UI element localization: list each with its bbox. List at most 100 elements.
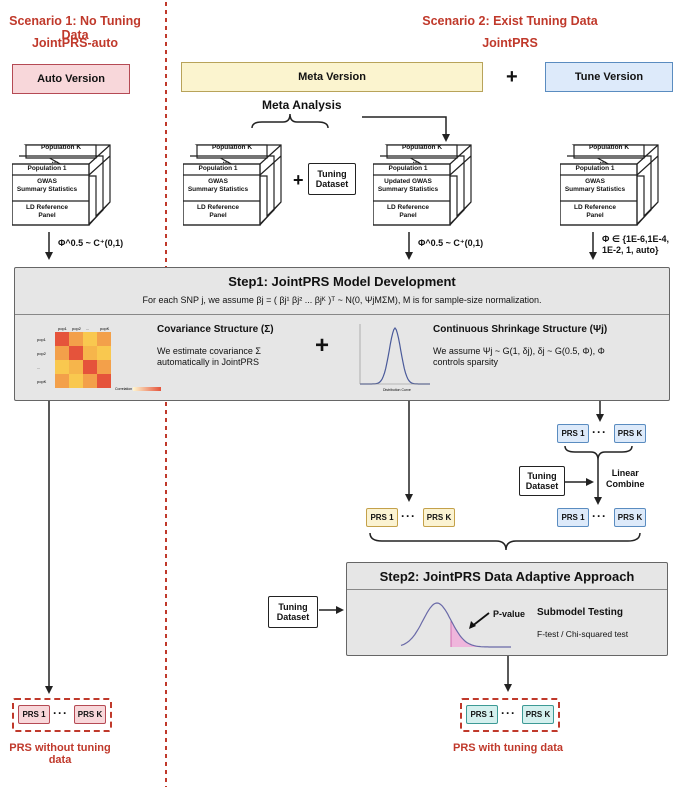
ld-panel-label: LD Reference Panel (26, 204, 68, 219)
scenario1-title: Scenario 1: No Tuning Data (9, 14, 141, 42)
submodel-title: Submodel Testing (537, 607, 623, 618)
formula-tune: Φ ∈ {1E-6,1E-4, 1E-2, 1, auto} (602, 234, 669, 256)
prs-final-k: PRS K (522, 705, 554, 724)
plus-tuning: + (293, 170, 304, 190)
tuning-dataset-combine: Tuning Dataset (519, 466, 565, 496)
population-1-label: Population 1 (27, 165, 67, 172)
pvalue-area (451, 622, 499, 647)
shrink-curve-line (360, 327, 430, 385)
heatmap-cell (55, 346, 69, 360)
formula-auto: Φ^0.5 ~ C⁺(0,1) (58, 238, 124, 248)
prs-dots: ··· (501, 706, 516, 720)
heatmap-cell (83, 332, 97, 346)
plus-step1: + (315, 332, 330, 359)
result-right: PRS with tuning data (453, 742, 563, 754)
prs-final-right-group (460, 698, 560, 732)
gwas-label: Updated GWAS Summary Statistics (377, 178, 439, 193)
prs-dots: ··· (53, 706, 68, 720)
pvalue-curve-line (400, 602, 511, 648)
covariance-heatmap: pop1 pop1 pop2 pop2...... popK popK Correlatio… (37, 326, 161, 391)
prs-meta-k: PRS K (423, 508, 455, 527)
heatmap-row-label: popK (37, 379, 47, 384)
linear-combine-label: Linear Combine (606, 468, 645, 489)
prs-tune-k-top: PRS K (614, 424, 646, 443)
heatmap-cell (55, 360, 69, 374)
result-left: PRS without tuning data (9, 742, 111, 766)
heatmap-col-label: popK (100, 326, 110, 331)
heatmap-cell (83, 360, 97, 374)
stack-cube-shape (373, 144, 472, 226)
shrink-title: Continuous Shrinkage Structure (Ψj) (433, 324, 608, 335)
data-stack-updated: Population K...Population 1 Updated GWAS … (373, 144, 485, 226)
heatmap-cell (83, 346, 97, 360)
prs-tune-k: PRS K (614, 508, 646, 527)
scenario2-title: Scenario 2: Exist Tuning Data (422, 14, 598, 28)
population-k-label: Population K (211, 144, 253, 151)
population-k-label: Population K (40, 144, 82, 151)
population-k-label: Population K (588, 144, 630, 151)
distribution-curve: Distribution Curve (359, 324, 430, 392)
gwas-label: GWAS Summary Statistics (16, 178, 78, 193)
prs-meta-1: PRS 1 (366, 508, 398, 527)
ld-panel-label: LD Reference Panel (197, 204, 239, 219)
heatmap-cell (69, 374, 83, 388)
prs-dots: ··· (592, 509, 607, 523)
heatmap-cell (69, 332, 83, 346)
step1-box: Step1: JointPRS Model Development For ea… (14, 267, 670, 401)
population-dots: ... (51, 156, 59, 165)
population-dots: ... (599, 156, 607, 165)
gwas-label: GWAS Summary Statistics (187, 178, 249, 193)
shrink-text: We assume Ψj ~ G(1, δj), δj ~ G(0.5, Φ),… (433, 346, 605, 368)
population-1-label: Population 1 (388, 165, 428, 172)
heatmap-cell (55, 332, 69, 346)
step1-title: Step1: JointPRS Model Development (228, 274, 456, 289)
heatmap-cell (69, 346, 83, 360)
data-stack-auto: Population K...Population 1 GWAS Summary … (12, 144, 124, 226)
shrink-curve-axis (359, 324, 430, 385)
heatmap-key-bar (133, 387, 161, 391)
prs-dots: ··· (592, 425, 607, 439)
submodel-text: F-test / Chi-squared test (537, 629, 629, 639)
scenario1-subtitle: JointPRS-auto (31, 36, 119, 50)
heatmap-key-label: Correlation key (115, 387, 139, 391)
heatmap-row-label: pop1 (37, 337, 47, 342)
scenario2-subtitle: JointPRS (482, 36, 538, 50)
cov-title: Covariance Structure (Σ) (157, 324, 274, 335)
stack-cube-shape (12, 144, 111, 226)
population-1-label: Population 1 (575, 165, 615, 172)
pvalue-curve (400, 602, 511, 648)
tuning-dataset-meta: Tuning Dataset (308, 163, 356, 195)
heatmap-cell (97, 374, 111, 388)
stack-cube-shape (183, 144, 282, 226)
step2-title: Step2: JointPRS Data Adaptive Approach (379, 569, 635, 584)
version-plus: + (506, 66, 518, 88)
ld-panel-label: LD Reference Panel (387, 204, 429, 219)
heatmap-row-label: pop2 (37, 351, 47, 356)
meta-version-box: Meta Version (181, 62, 483, 92)
ld-panel-label: LD Reference Panel (574, 204, 616, 219)
meta-arrow (362, 116, 450, 142)
prs-final-k: PRS K (74, 705, 106, 724)
heatmap-row-label: ... (37, 365, 40, 370)
tuning-dataset-step2: Tuning Dataset (268, 596, 318, 628)
heatmap-col-label: ... (86, 326, 89, 331)
auto-version-box: Auto Version (12, 64, 130, 94)
heatmap-cell (69, 360, 83, 374)
heatmap-cell (83, 374, 97, 388)
tune-version-box: Tune Version (545, 62, 673, 92)
shrink-caption: Distribution Curve (383, 388, 411, 392)
heatmap-col-label: pop2 (72, 326, 82, 331)
prs-dots: ··· (401, 509, 416, 523)
heatmap-col-label: pop1 (58, 326, 68, 331)
step1-assumption: For each SNP j, we assume βj = ( βj¹ βj²… (142, 295, 542, 305)
prs-tune-1: PRS 1 (557, 508, 589, 527)
population-k-label: Population K (401, 144, 443, 151)
population-dots: ... (412, 156, 420, 165)
pvalue-label: P-value (493, 609, 526, 619)
data-stack-tune: Population K...Population 1 GWAS Summary … (560, 144, 672, 226)
formula-meta: Φ^0.5 ~ C⁺(0,1) (418, 238, 484, 248)
meta-brace (251, 113, 329, 129)
meta-analysis-label: Meta Analysis (262, 98, 342, 112)
gwas-label: GWAS Summary Statistics (564, 178, 626, 193)
